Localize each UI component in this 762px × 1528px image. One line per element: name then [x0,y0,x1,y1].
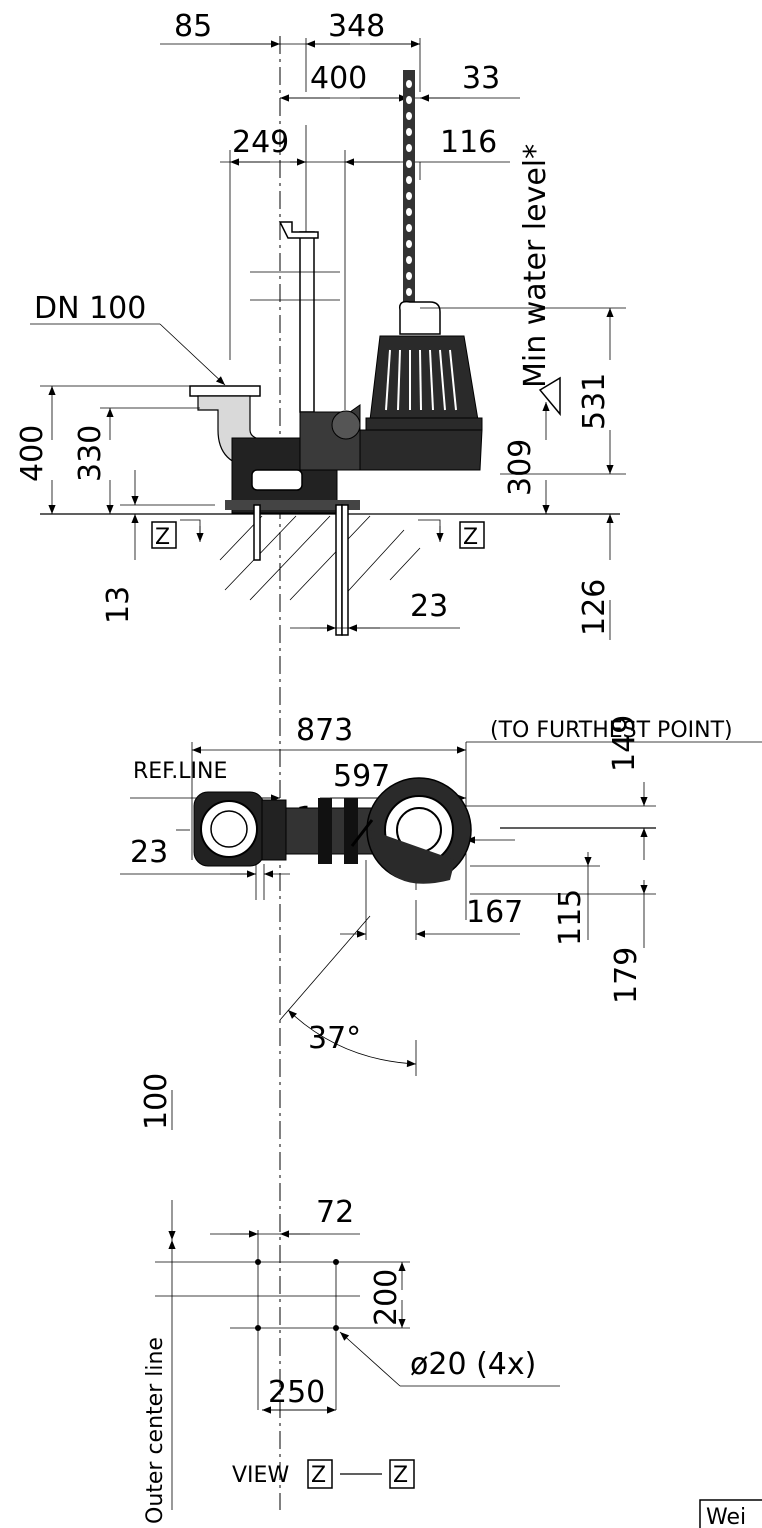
pump-body [299,300,483,471]
min-water-level-label: Min water level* [518,144,553,388]
dim-330: 330 [73,425,108,482]
bolt-pattern-view: 100 72 200 ø20 (4x) 250 Outer center lin… [139,1073,560,1524]
section-marker-z-left [151,521,177,549]
dim-149: 149 [607,715,642,772]
dim-13: 13 [101,586,136,624]
weight-box [699,1499,762,1528]
elevation-view: 85 348 400 33 249 116 [15,9,626,1510]
dim-250: 250 [268,1375,325,1410]
water-level-marker [538,376,561,417]
guide-rail [299,231,315,413]
view-label: VIEW [232,1463,289,1488]
discharge-flange-plan [193,791,379,867]
furthest-point-label: (TO FURTHEST POINT) [490,718,733,743]
dim-115: 115 [553,889,588,946]
dim-400-top: 400 [310,61,367,96]
dim-400-left: 400 [15,425,50,482]
dim-873: 873 [296,713,353,748]
dim-348: 348 [328,9,385,44]
outer-center-line-label: Outer center line [143,1337,168,1524]
dim-116: 116 [440,125,497,160]
dim-23: 23 [130,835,168,870]
dim-72: 72 [316,1195,354,1230]
weight-label: Wei [706,1505,746,1528]
dim-100: 100 [139,1073,174,1130]
dim-200: 200 [369,1269,404,1326]
section-marker-z-right [459,521,485,549]
bolt-hole [255,1325,261,1331]
dim-23-top: 23 [410,589,448,624]
plan-view: 873 (TO FURTHEST POINT) REF.LINE 597 164… [120,713,762,1076]
view-z2: Z [393,1463,408,1488]
lifting-chain [403,70,415,310]
bolt-hole [255,1259,261,1265]
dim-33: 33 [462,61,500,96]
hole-label: ø20 (4x) [410,1347,536,1382]
view-z1: Z [311,1463,326,1488]
angle-37: 37° [308,1021,361,1056]
dim-309: 309 [503,439,538,496]
dn-100-label: DN 100 [34,291,146,326]
bolt-hole [333,1259,339,1265]
dim-126: 126 [577,579,612,636]
dim-85: 85 [174,9,212,44]
pump-plan [350,777,472,884]
dim-249: 249 [232,125,289,160]
section-z-right: Z [463,525,478,550]
section-z-left: Z [155,525,170,550]
dim-179: 179 [609,947,644,1004]
dim-531: 531 [577,373,612,430]
dim-167: 167 [466,895,523,930]
dim-597: 597 [333,759,390,794]
bolt-hole [333,1325,339,1331]
foundation-hatch [219,515,421,601]
ref-line-label: REF.LINE [133,759,227,784]
